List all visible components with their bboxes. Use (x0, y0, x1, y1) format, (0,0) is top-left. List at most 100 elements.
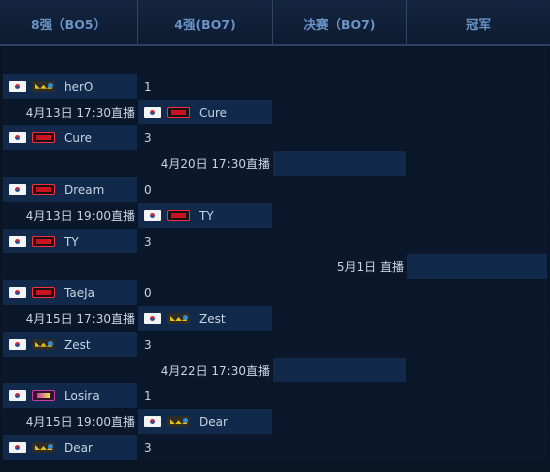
header-semifinal: 4强(BO7) (138, 0, 272, 44)
korea-flag-emblem (150, 212, 155, 218)
header-champion: 冠军 (407, 0, 550, 44)
player-score: 1 (144, 389, 152, 404)
bracket-cell (407, 280, 547, 305)
bracket-cell (407, 306, 547, 331)
bracket-cell (138, 435, 272, 460)
bracket-cell (273, 202, 406, 228)
jin-air-logo-icon (32, 442, 55, 453)
korea-flag-emblem (15, 445, 20, 450)
player-score: 3 (144, 131, 152, 146)
player-score: 3 (144, 234, 152, 249)
korea-flag-emblem (15, 187, 20, 192)
player-score: 1 (144, 79, 152, 94)
match-time: 4月15日 17:30直播 (25, 312, 135, 326)
bracket-cell (138, 383, 272, 409)
korea-flag-icon (9, 338, 26, 350)
bracket-cell (273, 177, 406, 202)
match-time: 4月15日 19:00直播 (25, 415, 135, 430)
korea-flag-emblem (15, 238, 20, 244)
header-round-of-8: 8强（BO5） (0, 0, 137, 44)
bracket-cell (273, 228, 406, 254)
korea-flag-icon (9, 184, 26, 195)
bracket-cell (273, 331, 406, 357)
player-score: 0 (144, 183, 152, 197)
player-name: Cure (64, 131, 93, 146)
player-entry[interactable]: herO (9, 79, 93, 95)
player-slot (407, 254, 547, 280)
bracket-cell (3, 254, 137, 280)
jin-air-logo-icon (167, 416, 190, 428)
bracket-cell (407, 331, 547, 357)
player-name: Dear (199, 415, 228, 430)
player-name: Zest (64, 337, 91, 352)
player-entry[interactable]: Zest (9, 337, 91, 353)
bracket-cell (273, 409, 406, 434)
player-name: Zest (199, 312, 226, 326)
player-entry[interactable]: Cure (144, 105, 227, 121)
player-entry[interactable]: TaeJa (9, 285, 95, 301)
bracket-cell (407, 383, 547, 409)
bracket-cell (273, 280, 406, 305)
player-score: 3 (144, 441, 152, 455)
korea-flag-icon (9, 287, 26, 299)
bracket-cell (273, 48, 406, 73)
korea-flag-emblem (15, 290, 20, 296)
skt-logo-icon (32, 287, 55, 299)
korea-flag-icon (9, 132, 26, 144)
bracket-cell (3, 306, 137, 331)
bracket-cell (407, 357, 547, 383)
korea-flag-emblem (15, 341, 20, 347)
korea-flag-icon (9, 390, 26, 402)
player-name: Dear (64, 441, 93, 455)
bracket-cell (407, 125, 547, 151)
korea-flag-emblem (150, 109, 155, 115)
bracket-cell (3, 48, 137, 73)
player-entry[interactable]: Zest (144, 311, 226, 327)
korea-flag-emblem (150, 419, 155, 425)
bracket-cell (138, 357, 272, 383)
player-entry[interactable]: Cure (9, 130, 92, 146)
bracket-cell (138, 280, 272, 305)
bracket-cell (138, 254, 272, 280)
jin-air-logo-icon (167, 313, 190, 324)
header-divider (272, 0, 273, 44)
bracket-cell (273, 125, 406, 151)
korea-flag-icon (144, 313, 161, 324)
match-time: 4月13日 19:00直播 (25, 208, 135, 223)
bracket-cell (3, 99, 137, 125)
player-entry[interactable]: TY (144, 208, 214, 224)
skt-logo-icon (32, 235, 55, 247)
player-name: Losira (64, 389, 100, 404)
korea-flag-icon (9, 80, 26, 92)
bracket-cell (407, 73, 547, 99)
player-entry[interactable]: Losira (9, 388, 100, 404)
player-entry[interactable]: Dream (9, 182, 104, 198)
bracket-cell (3, 357, 137, 383)
player-name: TY (64, 234, 79, 249)
bracket-cell (273, 99, 406, 125)
bracket-cell (3, 202, 137, 228)
player-score: 3 (144, 337, 152, 352)
bracket-cell (138, 228, 272, 254)
korea-flag-emblem (15, 135, 20, 141)
match-time: 4月13日 17:30直播 (25, 105, 135, 120)
player-entry[interactable]: Dear (144, 414, 228, 430)
bracket-cell (138, 73, 272, 99)
skt-logo-icon (32, 184, 55, 195)
player-name: TY (199, 208, 214, 223)
bracket-cell (273, 254, 406, 280)
bracket-cell (3, 151, 137, 176)
bracket-cell (138, 331, 272, 357)
player-name: TaeJa (64, 286, 95, 301)
korea-flag-emblem (15, 83, 20, 89)
bracket-cell (407, 228, 547, 254)
player-entry[interactable]: Dear (9, 440, 93, 456)
player-entry[interactable]: TY (9, 234, 79, 250)
skt-logo-icon (167, 106, 190, 118)
bracket-cell (273, 435, 406, 460)
header-underline (0, 44, 550, 46)
match-time: 5月1日 直播 (336, 260, 404, 275)
vsg-logo-icon (32, 390, 55, 402)
player-slot (273, 151, 406, 176)
